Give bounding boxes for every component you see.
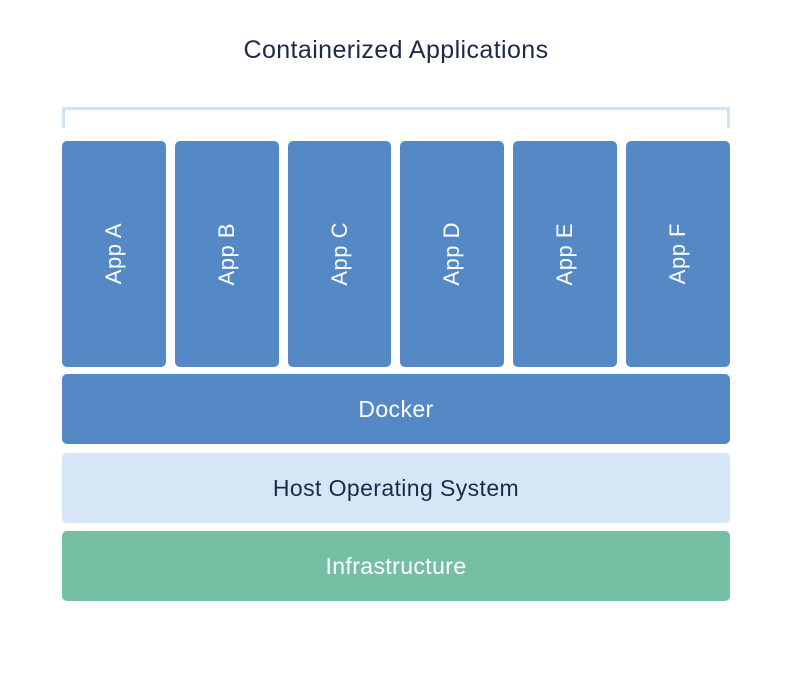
diagram-title: Containerized Applications: [243, 36, 549, 64]
host-operating-system-layer: Host Operating System: [62, 453, 730, 523]
app-container-e: App E: [513, 141, 618, 367]
containerized-apps-row: App A App B App C App D App E App F: [62, 141, 730, 367]
apps-group-bracket: [62, 107, 730, 128]
app-label: App E: [552, 222, 578, 286]
app-label: App B: [213, 222, 239, 286]
app-label: App D: [439, 222, 465, 286]
app-container-c: App C: [287, 141, 392, 367]
app-container-a: App A: [62, 141, 166, 367]
app-label: App F: [665, 223, 691, 285]
app-label: App C: [326, 222, 352, 286]
app-container-d: App D: [400, 141, 505, 367]
app-container-f: App F: [626, 141, 730, 367]
infrastructure-layer: Infrastructure: [62, 531, 730, 601]
app-label: App A: [100, 223, 126, 285]
docker-layer: Docker: [62, 374, 730, 444]
app-container-b: App B: [174, 141, 279, 367]
